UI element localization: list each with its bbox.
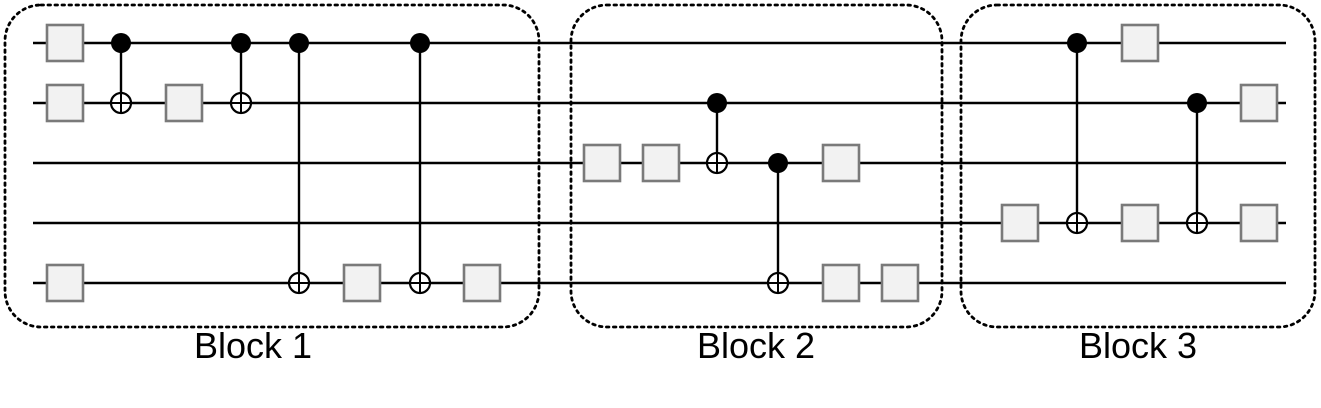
cnot-control-dot bbox=[1187, 93, 1207, 113]
cnot-control-dot bbox=[410, 33, 430, 53]
gate-box bbox=[342, 263, 382, 303]
gate-box bbox=[164, 83, 204, 123]
block-3-label: Block 3 bbox=[1079, 325, 1197, 366]
block-1-frame bbox=[3, 3, 541, 329]
block-1-label: Block 1 bbox=[194, 325, 312, 366]
block-3-frame bbox=[959, 3, 1317, 329]
gate-box bbox=[45, 23, 85, 63]
cnot-gate bbox=[1065, 33, 1089, 235]
block-2-frame bbox=[569, 3, 944, 329]
gate-box bbox=[880, 263, 920, 303]
cnot-control-dot bbox=[289, 33, 309, 53]
cnot-gate bbox=[109, 33, 133, 115]
cnot-control-dot bbox=[111, 33, 131, 53]
gate-box bbox=[821, 143, 861, 183]
gate-box bbox=[45, 263, 85, 303]
gate-box bbox=[582, 143, 622, 183]
cnot-gate bbox=[705, 93, 729, 175]
block-labels: Block 1 Block 2 Block 3 bbox=[194, 325, 1197, 366]
cnot-gate bbox=[287, 33, 311, 295]
gate-box bbox=[1239, 83, 1279, 123]
gate-box bbox=[1120, 203, 1160, 243]
gate-box bbox=[1120, 23, 1160, 63]
gate-box bbox=[45, 83, 85, 123]
circuit-operations bbox=[45, 23, 1279, 303]
cnot-gate bbox=[408, 33, 432, 295]
gate-box bbox=[462, 263, 502, 303]
gate-box bbox=[1000, 203, 1040, 243]
gate-box bbox=[1239, 203, 1279, 243]
cnot-control-dot bbox=[1067, 33, 1087, 53]
gate-box bbox=[821, 263, 861, 303]
cnot-gate bbox=[1185, 93, 1209, 235]
cnot-control-dot bbox=[768, 153, 788, 173]
cnot-gate bbox=[766, 153, 790, 295]
cnot-control-dot bbox=[707, 93, 727, 113]
gate-box bbox=[641, 143, 681, 183]
cnot-gate bbox=[229, 33, 253, 115]
block-2-label: Block 2 bbox=[697, 325, 815, 366]
cnot-control-dot bbox=[231, 33, 251, 53]
block-frames bbox=[3, 3, 1317, 329]
